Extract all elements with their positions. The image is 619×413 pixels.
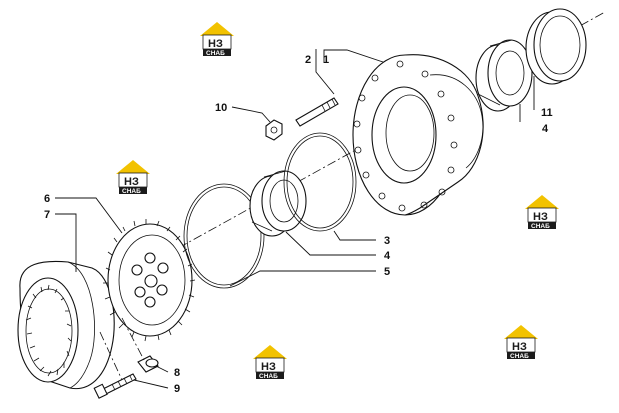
callout-5: 5: [384, 266, 390, 278]
callout-11: 11: [541, 107, 553, 119]
callout-6: 6: [44, 193, 50, 205]
svg-text:НЗ: НЗ: [208, 38, 223, 50]
watermark-logo: НЗ СНАБ: [199, 21, 235, 57]
svg-text:СНАБ: СНАБ: [531, 223, 550, 230]
stud-and-nut: [265, 97, 339, 141]
watermark-logo: НЗ СНАБ: [503, 324, 539, 360]
bolt: [93, 373, 137, 399]
bushing: [137, 355, 159, 373]
callout-9: 9: [174, 383, 180, 395]
svg-text:НЗ: НЗ: [261, 361, 276, 373]
svg-text:НЗ: НЗ: [512, 341, 527, 353]
watermark-logo: НЗ СНАБ: [252, 344, 288, 380]
callout-2: 2: [305, 54, 311, 66]
seal: [525, 8, 587, 85]
bearing-inner: [249, 170, 307, 237]
svg-text:НЗ: НЗ: [533, 211, 548, 223]
callout-3: 3: [384, 235, 390, 247]
carrier-plate: [103, 219, 196, 342]
callout-4-upper: 4: [542, 123, 549, 135]
callout-8: 8: [174, 367, 180, 379]
wheel-hub: [352, 54, 484, 216]
callout-4-lower: 4: [384, 250, 391, 262]
callout-1: 1: [323, 54, 329, 66]
svg-text:СНАБ: СНАБ: [122, 188, 141, 195]
svg-text:СНАБ: СНАБ: [206, 50, 225, 57]
snap-ring: [183, 183, 265, 289]
callout-10: 10: [215, 102, 227, 114]
leader-lines: [55, 49, 535, 389]
svg-text:НЗ: НЗ: [124, 176, 139, 188]
watermark-logo: НЗ СНАБ: [524, 194, 560, 230]
svg-text:СНАБ: СНАБ: [259, 373, 278, 380]
bearing-outer: [475, 39, 533, 112]
svg-text:СНАБ: СНАБ: [510, 353, 529, 360]
callout-7: 7: [44, 209, 50, 221]
o-ring: [283, 132, 357, 232]
watermark-logo: НЗ СНАБ: [115, 159, 151, 195]
ring-gear: [17, 260, 115, 390]
